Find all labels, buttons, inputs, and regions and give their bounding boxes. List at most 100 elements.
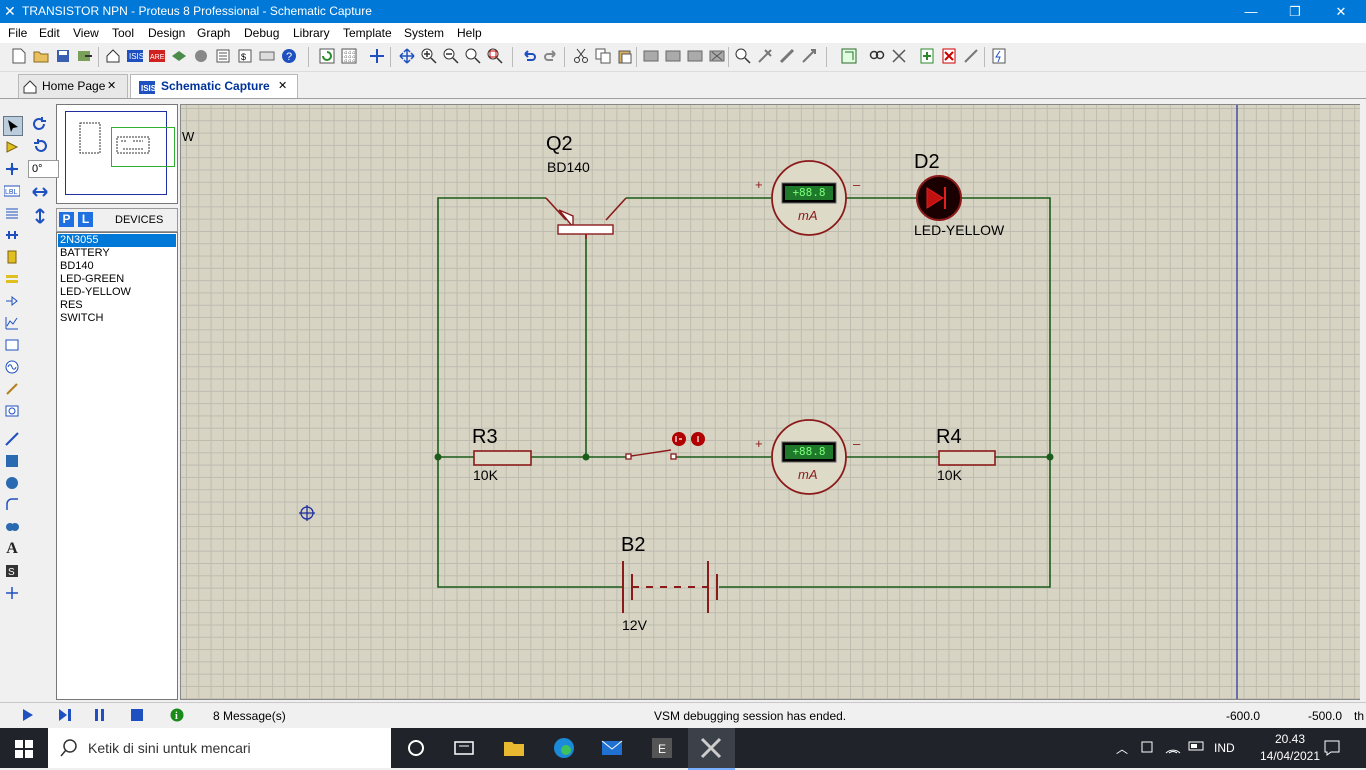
ammeter-top[interactable] <box>771 160 847 236</box>
device-pins-icon[interactable] <box>3 292 21 310</box>
path-tool-icon[interactable] <box>3 518 21 536</box>
virtual-instruments-icon[interactable] <box>3 402 21 420</box>
device-list-item[interactable]: RES <box>60 299 83 311</box>
zoom-in-icon[interactable] <box>420 47 438 65</box>
open-folder-icon[interactable] <box>32 47 50 65</box>
make-device-icon[interactable] <box>756 47 774 65</box>
generator-mode-icon[interactable] <box>3 358 21 376</box>
canvas-scroll-edge[interactable] <box>1360 104 1366 700</box>
pan-icon[interactable] <box>398 47 416 65</box>
tray-expand-icon[interactable]: ︿ <box>1116 742 1129 756</box>
symbol-tool-icon[interactable]: S <box>3 562 21 580</box>
ammeter-bottom[interactable] <box>771 419 847 495</box>
tab-close-icon[interactable]: ✕ <box>107 80 117 92</box>
menu-template[interactable]: Template <box>343 26 392 40</box>
wire-right-side[interactable] <box>719 197 1051 588</box>
redo-icon[interactable] <box>542 47 560 65</box>
bom-icon[interactable] <box>214 47 232 65</box>
battery-icon[interactable] <box>1188 740 1206 755</box>
windows-start-icon[interactable] <box>15 740 33 761</box>
notification-icon[interactable] <box>1323 739 1341 760</box>
junction-dot-icon[interactable] <box>3 160 21 178</box>
language-indicator[interactable]: IND <box>1214 741 1235 755</box>
edge-browser-icon[interactable] <box>552 736 576 760</box>
home-icon[interactable] <box>104 47 122 65</box>
refresh-icon[interactable] <box>318 47 336 65</box>
meet-now-icon[interactable] <box>1140 739 1156 758</box>
step-button[interactable] <box>58 708 72 725</box>
schematic-canvas[interactable]: W Q2 BD140 D2 LED-YELLOW R3 10K R4 10K B… <box>180 104 1362 700</box>
app-e-icon[interactable]: E <box>650 736 674 760</box>
arc-tool-icon[interactable] <box>3 496 21 514</box>
resistor-r4[interactable] <box>938 450 996 466</box>
proteus-taskbar-button[interactable] <box>688 728 735 770</box>
mirror-horizontal-icon[interactable] <box>32 186 48 201</box>
block-delete-icon[interactable] <box>708 47 726 65</box>
import-icon[interactable] <box>76 47 94 65</box>
network-icon[interactable] <box>1164 739 1182 758</box>
menu-tool[interactable]: Tool <box>112 26 135 40</box>
stop-button[interactable] <box>130 708 144 725</box>
packaging-tool-icon[interactable] <box>778 47 796 65</box>
device-list-item[interactable]: BD140 <box>60 260 94 272</box>
overview-viewport[interactable] <box>111 127 175 167</box>
gerber-icon[interactable] <box>192 47 210 65</box>
mail-icon[interactable] <box>600 736 624 760</box>
message-count[interactable]: 8 Message(s) <box>213 709 286 723</box>
3d-view-icon[interactable] <box>170 47 188 65</box>
device-list-item[interactable]: 2N3055 <box>58 234 176 247</box>
zoom-all-icon[interactable] <box>464 47 482 65</box>
maximize-button[interactable]: ❐ <box>1289 4 1301 19</box>
pick-device-icon[interactable] <box>734 47 752 65</box>
component-mode-icon[interactable] <box>3 138 21 156</box>
pcb-icon[interactable]: ARES <box>148 47 166 65</box>
buses-icon[interactable] <box>3 226 21 244</box>
block-copy-icon[interactable] <box>642 47 660 65</box>
electrical-rule-check-icon[interactable] <box>990 47 1008 65</box>
menu-view[interactable]: View <box>73 26 99 40</box>
zoom-out-icon[interactable] <box>442 47 460 65</box>
device-list-item[interactable]: SWITCH <box>60 312 104 324</box>
tape-recorder-icon[interactable] <box>3 336 21 354</box>
menu-debug[interactable]: Debug <box>244 26 280 40</box>
terminals-icon[interactable] <box>3 270 21 288</box>
wire-autorouter-icon[interactable] <box>840 47 858 65</box>
property-tool-icon[interactable] <box>890 47 908 65</box>
play-button[interactable] <box>22 708 34 725</box>
device-list-item[interactable]: BATTERY <box>60 247 110 259</box>
led-d2[interactable] <box>916 175 962 221</box>
text-script-icon[interactable] <box>3 204 21 222</box>
overview-window[interactable] <box>56 104 178 204</box>
tab-home-page[interactable]: Home Page ✕ <box>18 74 128 98</box>
pick-devices-button[interactable]: P <box>59 212 74 227</box>
block-move-icon[interactable] <box>664 47 682 65</box>
taskbar-search-box[interactable]: Ketik di sini untuk mencari <box>48 728 391 768</box>
zoom-area-icon[interactable] <box>486 47 504 65</box>
new-sheet-icon[interactable] <box>918 47 936 65</box>
schematic-icon[interactable]: ISIS <box>126 47 144 65</box>
clock-time[interactable]: 20.43 <box>1274 732 1306 746</box>
battery-b2[interactable] <box>622 561 718 613</box>
document-icon[interactable]: $ <box>236 47 254 65</box>
exit-to-parent-icon[interactable] <box>962 47 980 65</box>
remove-sheet-icon[interactable] <box>940 47 958 65</box>
close-button[interactable]: ✕ <box>1335 4 1347 19</box>
cut-icon[interactable] <box>572 47 590 65</box>
file-explorer-icon[interactable] <box>502 736 526 760</box>
pause-button[interactable] <box>94 708 106 725</box>
save-icon[interactable] <box>54 47 72 65</box>
device-list-item[interactable]: LED-GREEN <box>60 273 125 285</box>
menu-help[interactable]: Help <box>457 26 482 40</box>
resistor-r3[interactable] <box>473 450 532 466</box>
line-tool-icon[interactable] <box>3 430 21 448</box>
menu-file[interactable]: File <box>8 26 28 40</box>
task-view-icon[interactable] <box>452 736 476 760</box>
library-manager-button[interactable]: L <box>78 212 93 227</box>
marker-tool-icon[interactable] <box>3 584 21 602</box>
new-file-icon[interactable] <box>10 47 28 65</box>
minimize-button[interactable]: — <box>1244 4 1258 19</box>
wire-left-bottom[interactable] <box>437 457 623 588</box>
menu-system[interactable]: System <box>404 26 445 40</box>
menu-library[interactable]: Library <box>293 26 330 40</box>
paste-icon[interactable] <box>616 47 634 65</box>
